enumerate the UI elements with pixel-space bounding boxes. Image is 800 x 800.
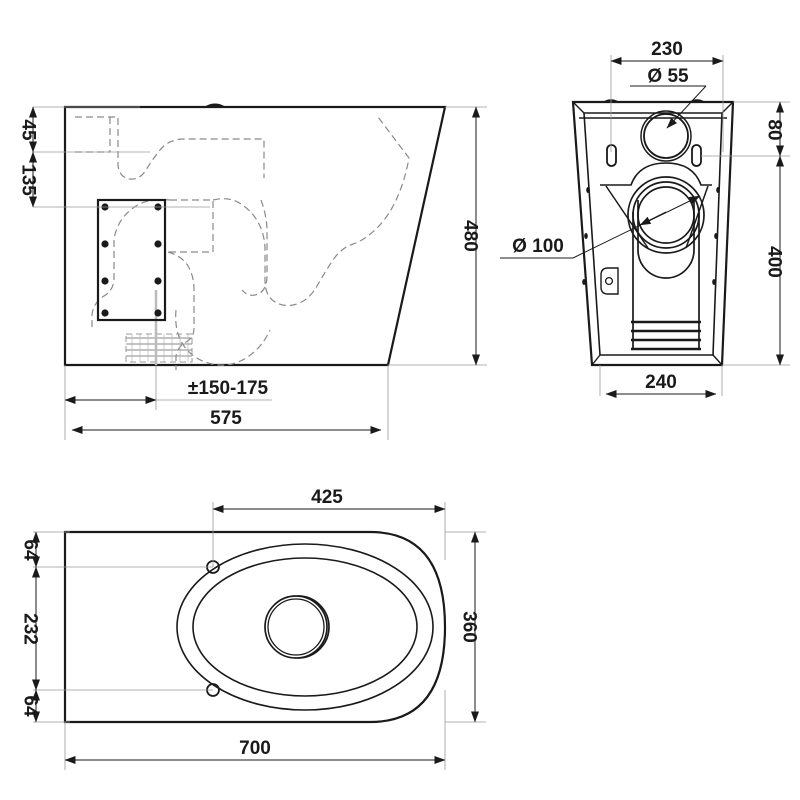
dim-64-top: 64 — [20, 531, 41, 568]
dim-45: 45 — [18, 106, 39, 153]
dim-150-175: ±150-175 — [64, 378, 272, 404]
dim-240: 240 — [605, 372, 717, 398]
dim-575-label: 575 — [210, 408, 242, 429]
dim-360-label: 360 — [459, 611, 480, 643]
dim-425-label: 425 — [311, 487, 343, 508]
dim-45-label: 45 — [18, 119, 39, 141]
dim-dia-100-label: Ø 100 — [512, 236, 564, 257]
dim-700: 700 — [64, 738, 446, 764]
dim-232-label: 232 — [20, 613, 41, 645]
dim-700-label: 700 — [239, 738, 271, 759]
dim-64-bottom-label: 64 — [20, 695, 41, 717]
top-nub — [205, 103, 225, 108]
dim-80-label: 80 — [764, 119, 785, 140]
dim-480: 480 — [460, 106, 481, 366]
dim-dia-100: Ø 100 — [500, 195, 701, 259]
plan-outlet — [264, 595, 330, 659]
shell-corner-chamfers — [572, 101, 734, 366]
plate-bolt-dots — [101, 203, 162, 317]
dim-360: 360 — [459, 531, 480, 723]
rim-ellipse-inner — [192, 557, 418, 697]
dim-575: 575 — [71, 408, 382, 434]
side-body-outline — [63, 105, 447, 367]
side-elevation-view: 45 135 480 ±150-175 575 — [18, 103, 487, 440]
hidden-internals — [75, 116, 410, 370]
front-elevation-view: 230 Ø 55 Ø 100 80 — [500, 39, 790, 398]
dim-135-label: 135 — [18, 164, 39, 196]
gasket-hatch — [125, 333, 193, 363]
dim-64-bottom: 64 — [20, 689, 41, 723]
pipe-ribs — [631, 320, 701, 351]
shell-dimples — [582, 187, 720, 285]
dim-64-top-label: 64 — [20, 539, 41, 561]
front-extension-lines — [599, 55, 790, 396]
plan-extension-lines — [33, 502, 486, 770]
rim-ellipse-outer — [176, 543, 434, 711]
flush-inlet-circle — [640, 110, 692, 162]
plan-fixing-holes — [206, 560, 220, 697]
dim-230: 230 — [610, 39, 724, 65]
plan-body-outline — [63, 530, 447, 724]
dim-dia-55: Ø 55 — [630, 66, 707, 129]
dim-232: 232 — [20, 566, 41, 691]
dim-480-label: 480 — [460, 220, 481, 252]
dim-135: 135 — [18, 151, 39, 208]
inner-shoulder-arc — [600, 162, 712, 186]
plan-view: 64 232 64 425 360 — [20, 487, 486, 770]
dim-dia-55-label: Ø 55 — [647, 66, 689, 87]
dim-150-175-label: ±150-175 — [188, 378, 269, 399]
side-extension-lines — [33, 106, 487, 440]
mounting-plate — [96, 198, 167, 322]
dim-80: 80 — [764, 101, 785, 157]
outlet-pipe — [627, 176, 705, 350]
bolt-slots — [606, 144, 702, 167]
front-outer-shell — [571, 100, 735, 367]
dim-400-label: 400 — [764, 246, 785, 278]
dim-425: 425 — [212, 487, 446, 513]
dim-400: 400 — [764, 155, 785, 366]
side-lug — [600, 267, 619, 295]
dim-230-label: 230 — [651, 39, 683, 60]
dim-240-label: 240 — [645, 372, 677, 393]
